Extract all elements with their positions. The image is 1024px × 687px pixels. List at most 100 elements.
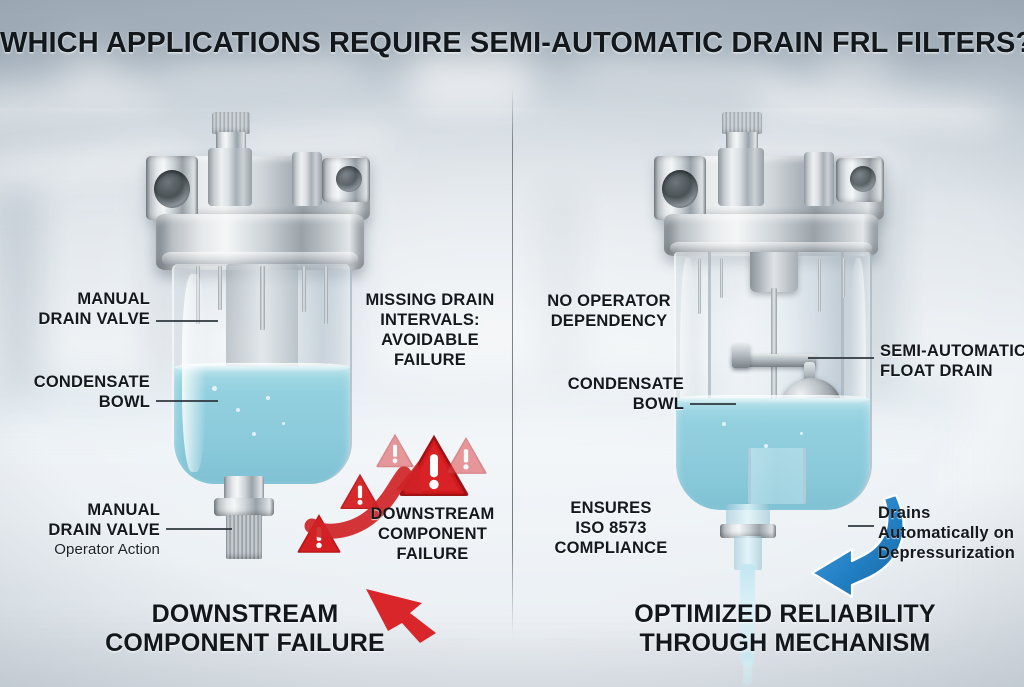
left-bubble-5: [282, 422, 285, 425]
left-bowl-gloss: [182, 274, 206, 472]
callout-line: DRAIN VALVE: [48, 521, 160, 539]
headline-line: DOWNSTREAM: [151, 600, 339, 628]
right-condensate-bowl-cutaway: [674, 252, 872, 510]
leader-manual-drain-valve-bottom: [166, 528, 232, 530]
red-down-arrow-icon: [362, 585, 442, 645]
right-pin-b: [720, 258, 723, 298]
warning-triangle-icon-faded-top: [375, 432, 415, 468]
right-pin-c: [818, 258, 821, 312]
callout-line: CONDENSATE: [567, 375, 684, 393]
headline-line: OPTIMIZED RELIABILITY: [634, 600, 936, 628]
right-bubble-1: [722, 422, 726, 426]
left-condensate-bowl: [172, 264, 352, 484]
headline-line: THROUGH MECHANISM: [639, 629, 931, 657]
callout-condensate-bowl-left: CONDENSATE BOWL: [10, 372, 150, 412]
left-bowl-base-fitting: [224, 476, 264, 500]
red-curved-arrow-icon: [300, 440, 430, 540]
warning-triangle-icon-small-mid: [339, 472, 381, 510]
left-head-riser-right: [292, 152, 322, 206]
right-drain-nut: [720, 524, 776, 538]
right-discharge-stream: [740, 564, 755, 666]
callout-line: Drains: [878, 504, 931, 522]
right-bubble-2: [764, 444, 768, 448]
right-inlet-port-hole: [662, 170, 698, 208]
left-element-rod-b: [218, 266, 222, 310]
right-headline: OPTIMIZED RELIABILITY THROUGH MECHANISM: [570, 600, 1000, 658]
callout-subtitle-operator-action: Operator Action: [54, 541, 160, 558]
callout-line: FLOAT DRAIN: [880, 362, 993, 380]
callout-line: COMPLIANCE: [554, 539, 668, 557]
left-outlet-port-hole: [336, 166, 362, 192]
left-filter-illustration: [140, 112, 380, 562]
page-title: WHICH APPLICATIONS REQUIRE SEMI-AUTOMATI…: [0, 27, 1024, 59]
callout-line: FAILURE: [396, 545, 469, 563]
leader-manual-drain-valve-top: [156, 320, 218, 322]
callout-line: ENSURES: [570, 499, 652, 517]
callout-line: CONDENSATE: [33, 373, 150, 391]
right-actuator-rod: [771, 288, 777, 458]
left-top-plug: [212, 112, 250, 134]
left-drain-hex: [214, 498, 274, 516]
callout-line: BOWL: [632, 395, 684, 413]
callout-drains-automatically: Drains Automatically on Depressurization: [878, 503, 1024, 563]
right-head-riser-right: [804, 152, 834, 206]
left-liquid-surface: [174, 363, 350, 372]
callout-manual-drain-valve-bottom: MANUAL DRAIN VALVE Operator Action: [10, 500, 160, 559]
callout-line: Depressurization: [878, 544, 1016, 562]
callout-line: NO OPERATOR: [547, 292, 671, 310]
warning-triangle-icon-faded-right: [444, 435, 488, 475]
callout-line: ISO 8573: [575, 519, 647, 537]
right-pin-d: [842, 258, 845, 298]
leader-condensate-bowl-left: [156, 400, 218, 402]
callout-line: INTERVALS:: [380, 311, 480, 329]
callout-line: MANUAL: [77, 290, 150, 308]
callout-line: Automatically on: [878, 524, 1015, 542]
right-lever-link: [804, 362, 815, 388]
right-condensate-liquid: [676, 395, 870, 510]
callout-line: AVOIDABLE: [381, 331, 479, 349]
right-discharge-stream-tip: [743, 652, 752, 686]
left-bubble-2: [236, 408, 240, 412]
leader-drains-automatically: [848, 525, 874, 527]
right-drain-standpipe: [748, 448, 806, 504]
right-valve-seat: [750, 252, 798, 292]
right-bubble-3: [800, 432, 803, 435]
left-headline: DOWNSTREAM COMPONENT FAILURE: [30, 600, 460, 658]
left-manual-drain-knob: [226, 515, 262, 559]
leader-condensate-bowl-right: [690, 403, 736, 405]
callout-manual-drain-valve-top: MANUAL DRAIN VALVE: [10, 289, 150, 329]
callout-condensate-bowl-right: CONDENSATE BOWL: [524, 374, 684, 414]
callout-semi-automatic-float-drain: SEMI-AUTOMATIC FLOAT DRAIN: [880, 341, 1024, 381]
right-collar-ring: [670, 242, 872, 254]
callout-line: FAILURE: [394, 351, 466, 369]
panel-divider: [512, 88, 513, 636]
callout-line: MANUAL: [87, 501, 160, 519]
right-lever-pivot: [732, 344, 750, 368]
callout-no-operator-dependency: NO OPERATOR DEPENDENCY: [524, 291, 694, 331]
callout-line: MISSING DRAIN: [365, 291, 495, 309]
callout-missing-drain-intervals: MISSING DRAIN INTERVALS: AVOIDABLE FAILU…: [350, 290, 510, 370]
callout-downstream-component-failure: DOWNSTREAM COMPONENT FAILURE: [355, 504, 510, 564]
left-element-rod-d: [302, 266, 306, 312]
left-head-riser-left: [208, 148, 252, 206]
callout-ensures-iso-compliance: ENSURES ISO 8573 COMPLIANCE: [528, 498, 694, 558]
headline-line: COMPONENT FAILURE: [105, 629, 385, 657]
right-float-lever-arm: [732, 354, 816, 367]
callout-line: COMPONENT: [377, 525, 488, 543]
right-filter-illustration: [648, 112, 894, 686]
right-pin-a: [698, 258, 701, 314]
callout-line: DEPENDENCY: [550, 312, 668, 330]
left-bubble-1: [212, 386, 217, 391]
callout-line: BOWL: [98, 393, 150, 411]
callout-line: DRAIN VALVE: [38, 310, 150, 328]
right-outlet-port-hole: [850, 166, 876, 192]
right-liquid-surface: [676, 395, 870, 404]
right-top-plug: [722, 112, 762, 134]
left-bubble-4: [252, 432, 256, 436]
left-element-rod-e: [324, 266, 328, 324]
callout-line: DOWNSTREAM: [370, 505, 495, 523]
right-drain-outlet-body: [726, 504, 770, 526]
leader-semi-automatic-float-drain: [808, 357, 874, 359]
left-collar-ring: [162, 252, 358, 266]
